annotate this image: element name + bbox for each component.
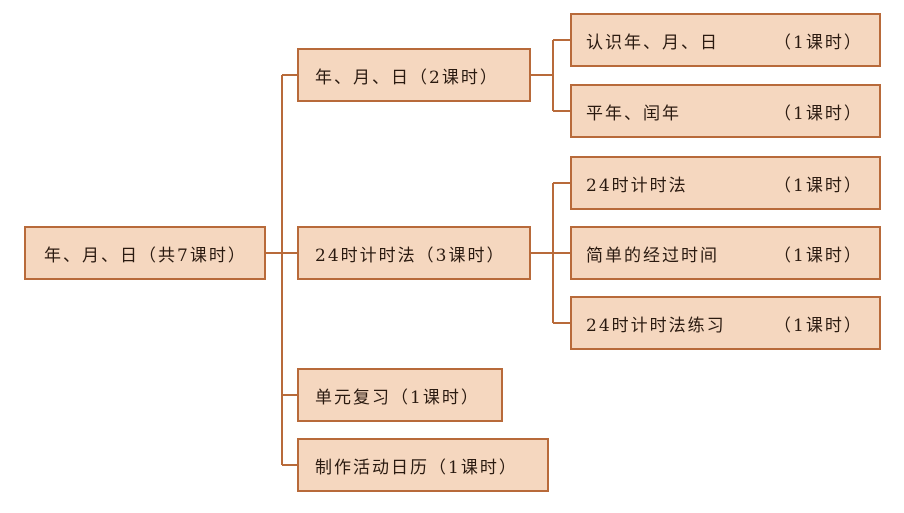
leaf-24-hour-practice: 24时计时法练习 （1课时）: [570, 296, 881, 350]
leaf-know-year-month-day: 认识年、月、日 （1课时）: [570, 13, 881, 67]
leaf-label: 24时计时法练习: [586, 315, 726, 336]
node-label: 年、月、日（2课时）: [315, 67, 499, 88]
leaf-label: 简单的经过时间: [586, 245, 719, 266]
node-label: 制作活动日历（1课时）: [315, 457, 518, 478]
leaf-elapsed-time: 简单的经过时间 （1课时）: [570, 226, 881, 280]
leaf-label: 24时计时法: [586, 175, 688, 196]
node-label: 单元复习（1课时）: [315, 387, 480, 408]
root-node-label: 年、月、日（共7课时）: [44, 245, 247, 266]
leaf-hours: （1课时）: [774, 32, 863, 53]
leaf-24-hour-system: 24时计时法 （1课时）: [570, 156, 881, 210]
leaf-hours: （1课时）: [774, 103, 863, 124]
leaf-label: 认识年、月、日: [586, 32, 719, 53]
root-node: 年、月、日（共7课时）: [24, 226, 266, 280]
node-year-month-day: 年、月、日（2课时）: [297, 48, 531, 102]
node-24-hour-system: 24时计时法（3课时）: [297, 226, 531, 280]
leaf-hours: （1课时）: [774, 175, 863, 196]
leaf-hours: （1课时）: [774, 315, 863, 336]
leaf-hours: （1课时）: [774, 245, 863, 266]
leaf-common-leap-year: 平年、闰年 （1课时）: [570, 84, 881, 138]
node-unit-review: 单元复习（1课时）: [297, 368, 503, 422]
leaf-label: 平年、闰年: [586, 103, 681, 124]
node-activity-calendar: 制作活动日历（1课时）: [297, 438, 549, 492]
node-label: 24时计时法（3课时）: [315, 245, 506, 266]
